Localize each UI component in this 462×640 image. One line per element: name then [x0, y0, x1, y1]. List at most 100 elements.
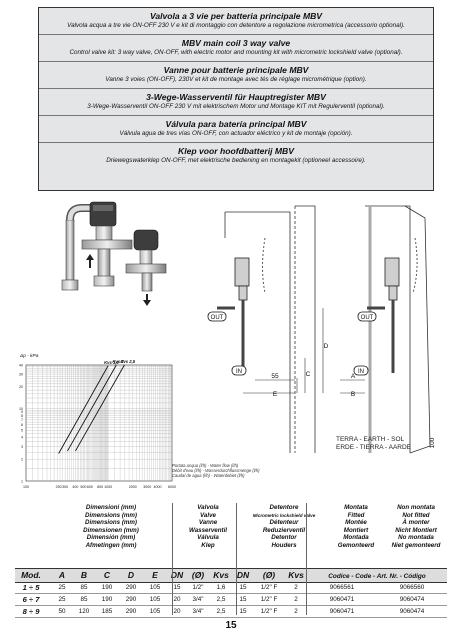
- group-lockshield-line: Houders: [271, 541, 297, 549]
- table-cell: 2,5: [216, 608, 226, 615]
- header-desc-de: 3-Wege-Wasserventil ON-OFF 230 V mit ele…: [39, 103, 433, 116]
- table-cell: 190: [101, 596, 113, 603]
- valve-kit-photo: [61, 201, 167, 306]
- chart-y-tick-label: 6: [21, 423, 23, 427]
- chart-series-line: [75, 364, 125, 452]
- table-cell: 105: [149, 596, 161, 603]
- chart-y-tick-label: 10: [19, 407, 23, 411]
- group-dimensions-line: Dimensions (mm): [85, 519, 137, 527]
- chart-y-tick-label: 7: [21, 418, 23, 422]
- group-lockshield-line: Detentor: [271, 534, 297, 542]
- chart-y-tick-label: 9: [21, 410, 23, 414]
- table-cell: 1 ÷ 5: [22, 583, 40, 592]
- chart-x-tick-label: 800: [97, 485, 103, 489]
- dim-e: E: [273, 391, 278, 398]
- table-cell: 85: [80, 596, 88, 603]
- group-lockshield-line: Reduzierventil: [262, 526, 306, 534]
- header-title-en: MBV main coil 3 way valve: [181, 38, 291, 48]
- table-divider: [236, 503, 237, 615]
- table-cell: 9060474: [399, 596, 425, 603]
- header-panel: Valvola a 3 vie per batteria principale …: [38, 7, 434, 191]
- header-desc-it: Valvola acqua a tre vie ON-OFF 230 V e k…: [39, 22, 433, 35]
- col-a: A: [58, 570, 66, 580]
- table-cell: 3/4": [192, 596, 204, 603]
- header-title-de: 3-Wege-Wasserventil für Hauptregister MB…: [146, 92, 326, 102]
- chart-x-tick-label: 3000: [143, 485, 151, 489]
- chart-x-tick-label: 6000: [168, 485, 176, 489]
- header-desc-en: Control valve kit: 3 way valve, ON-OFF, …: [39, 49, 433, 62]
- chart-y-tick-label: 3: [21, 445, 23, 449]
- group-lockshield-line: Micrometric lockshield valve: [252, 512, 316, 518]
- chart-x-tick-label: 600: [87, 485, 93, 489]
- table-cell: 1/2" F: [260, 608, 278, 615]
- table-cell: 9060474: [399, 608, 425, 615]
- table-cell: 9060471: [329, 596, 355, 603]
- group-fitted-line: Montada: [343, 534, 369, 542]
- chart-plot-frame: [25, 364, 173, 482]
- table-cell: 1/2": [192, 584, 204, 591]
- out-label-right: OUT: [361, 315, 374, 321]
- header-desc-fr: Vanne 3 voies (ON-OFF), 230V et kit de m…: [39, 76, 433, 89]
- earth-label-line-1: TERRA - EARTH - SOL: [336, 436, 405, 443]
- col-lockshield-kvs: Kvs: [288, 570, 304, 580]
- chart-x-tick-label: 500: [80, 485, 86, 489]
- chart-series-line: [67, 364, 117, 452]
- group-fitted-line: Fitted: [347, 511, 365, 519]
- table-cell: 25: [58, 596, 66, 603]
- header-block-fr: Vanne pour batterie principale MBV Vanne…: [39, 62, 433, 89]
- table-cell: 2,5: [216, 596, 226, 603]
- table-cell: 290: [125, 584, 137, 591]
- table-cell: 1/2" F: [260, 596, 278, 603]
- col-c: C: [103, 570, 111, 580]
- chart-x-tick-label: 1000: [104, 485, 112, 489]
- header-title-it: Valvola a 3 vie per batteria principale …: [149, 11, 323, 21]
- table-cell: 25: [58, 584, 66, 591]
- col-code: Codice - Code - Art. Nr. - Código: [328, 573, 426, 580]
- chart-legend-line-3: Caudal de agua (l/h) - Waterdebiet (l/h): [172, 473, 245, 479]
- table-cell: 1/2" F: [260, 584, 278, 591]
- chart-legend: Portata acqua (l/h) - Water flow (l/h) D…: [172, 463, 260, 479]
- header-block-en: MBV main coil 3 way valve Control valve …: [39, 35, 433, 62]
- chart-x-tick-label: 400: [72, 485, 78, 489]
- group-lockshield-line: Detentore: [269, 504, 299, 511]
- chart-y-tick-label: 30: [19, 372, 23, 376]
- table-divider: [306, 503, 307, 615]
- table-divider: [172, 503, 173, 615]
- table-cell: 120: [78, 608, 90, 615]
- chart-y-tick-label: 2: [21, 458, 23, 462]
- table-cell: 9060471: [329, 608, 355, 615]
- group-dimensions-line: Dimensioni (mm): [85, 504, 137, 511]
- header-block-it: Valvola a 3 vie per batteria principale …: [39, 8, 433, 35]
- group-valve-line: Wasserventil: [188, 526, 228, 534]
- table-header-row: Mod. A B C D E DN (Ø) Kvs DN (Ø) Kvs Cod…: [15, 568, 447, 583]
- col-e: E: [152, 570, 158, 580]
- col-valve-dn: DN: [170, 570, 184, 580]
- table-cell: 50: [58, 608, 66, 615]
- table-cell: 2: [294, 584, 298, 591]
- header-title-nl: Klep voor hoofdbatterij MBV: [177, 146, 294, 156]
- table-cell: 290: [125, 596, 137, 603]
- col-valve-dia: (Ø): [191, 570, 205, 580]
- dim-c: C: [306, 371, 311, 378]
- dim-b: B: [351, 391, 355, 398]
- col-d: D: [127, 570, 135, 580]
- table-cell: 20: [173, 596, 181, 603]
- chart-x-tick-label: 4000: [154, 485, 162, 489]
- table-cell: 185: [101, 608, 113, 615]
- table-cell: 8 ÷ 9: [22, 607, 40, 616]
- chart-series-label: Kvs 2: [112, 359, 124, 364]
- chart-y-tick-label: 1: [21, 479, 23, 483]
- group-dimensions-line: Afmetingen (mm): [85, 541, 137, 549]
- table-cell: 290: [125, 608, 137, 615]
- dim-a: A: [351, 373, 356, 380]
- table-row: 8 ÷ 9 50 120 185 290 105 20 3/4" 2,5 15 …: [15, 606, 447, 618]
- table-row: 1 ÷ 5 25 85 190 290 105 15 1/2" 1,6 15 1…: [15, 582, 447, 594]
- group-not-fitted-line: Nicht Montiert: [395, 526, 437, 534]
- table-cell: 9066560: [399, 584, 425, 591]
- group-dimensions-line: Dimensions (mm): [85, 511, 137, 519]
- dim-55: 55: [271, 373, 279, 380]
- group-not-fitted-line: Not fitted: [402, 511, 430, 519]
- chart-y-tick-label: 5: [21, 429, 23, 433]
- chart-y-tick-label: 40: [19, 363, 23, 367]
- table-cell: 2: [294, 608, 298, 615]
